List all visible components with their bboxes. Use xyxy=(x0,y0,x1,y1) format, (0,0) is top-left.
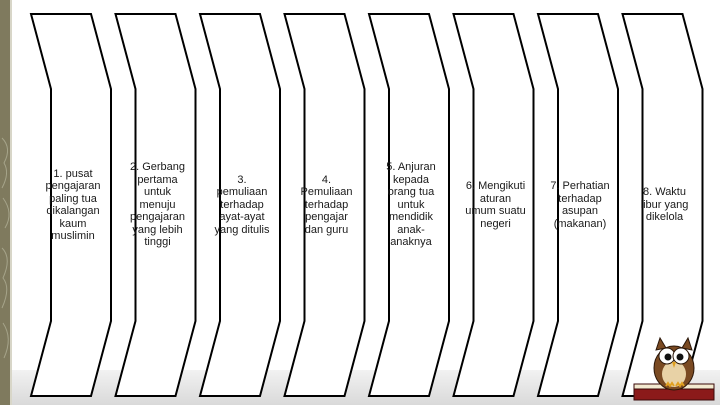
chevron-shape xyxy=(283,13,366,397)
chevron-label: 6. Mengikuti aturan umum suatu negeri xyxy=(465,180,526,230)
chevron-label: 3. pemuliaan terhadap ayat-ayat yang dit… xyxy=(214,173,270,236)
leaf-pattern-icon xyxy=(1,137,10,359)
chevron-label: 7. Perhatian terhadap asupan (makanan) xyxy=(550,180,610,230)
chevron-shape xyxy=(452,13,535,397)
chevron-shape xyxy=(198,13,281,397)
chevron-label: 2. Gerbang pertama untuk menuju pengajar… xyxy=(129,161,186,249)
chevron-label: 5. Anjuran kepada orang tua untuk mendid… xyxy=(386,161,436,249)
chevron-shape xyxy=(536,13,619,397)
side-accent-bar xyxy=(0,0,10,405)
chevron-label: 4. Pemuliaan terhadap pengajar dan guru xyxy=(300,173,353,236)
chevron-label: 8. Waktu libur yang dikelola xyxy=(640,186,689,224)
owl-on-book-icon xyxy=(633,336,715,401)
chevron-shape xyxy=(367,13,450,397)
chevron-shape xyxy=(29,13,112,397)
chevron-shape xyxy=(114,13,197,397)
side-accent-highlight xyxy=(10,0,12,405)
chevron-label: 1. pusat pengajaran paling tua dikalanga… xyxy=(45,167,101,243)
